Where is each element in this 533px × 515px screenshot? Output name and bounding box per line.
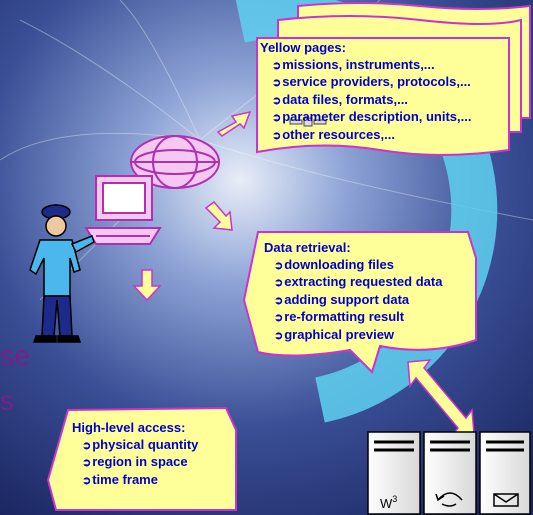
side-text-line-1: se (0, 340, 30, 371)
yellow-pages-item: data files, formats,... (272, 92, 472, 110)
high-level-access-item: physical quantity (82, 437, 198, 455)
data-retrieval-item: re-formatting result (274, 309, 442, 327)
computer-icon (84, 175, 162, 245)
server-3 (479, 431, 531, 515)
arrow-to-retrieval (204, 200, 233, 231)
mail-icon (493, 493, 519, 507)
data-retrieval-item: extracting requested data (274, 274, 442, 292)
data-retrieval-item: downloading files (274, 257, 442, 275)
yellow-pages-item: service providers, protocols,... (272, 74, 472, 92)
flow-arrows (132, 110, 475, 437)
data-retrieval-title: Data retrieval: (264, 240, 351, 255)
refresh-icon (435, 492, 463, 507)
data-retrieval-item: graphical preview (274, 327, 442, 345)
yellow-pages-text: Yellow pages: missions, instruments,... … (260, 40, 472, 144)
high-level-access-title: High-level access: (72, 420, 186, 435)
w3-label: W3 (380, 494, 397, 511)
server-1 (367, 431, 421, 515)
yellow-pages-item: other resources,... (272, 127, 472, 145)
arrow-to-yellow-pages (216, 110, 252, 137)
person-icon (29, 204, 95, 343)
yellow-pages-title: Yellow pages: (260, 40, 346, 55)
high-level-access-item: time frame (82, 472, 198, 490)
arrow-down-left (132, 269, 162, 302)
yellow-pages-item: parameter description, units,... (272, 109, 471, 127)
data-retrieval-text: Data retrieval: downloading files extrac… (264, 240, 442, 344)
yellow-pages-item: missions, instruments,... (272, 57, 472, 75)
high-level-access-text: High-level access: physical quantity reg… (72, 420, 198, 489)
server-2 (423, 431, 477, 515)
servers-icon (367, 431, 531, 515)
high-level-access-item: region in space (82, 454, 198, 472)
data-retrieval-item: adding support data (274, 292, 442, 310)
side-text-line-2: s (0, 385, 14, 416)
